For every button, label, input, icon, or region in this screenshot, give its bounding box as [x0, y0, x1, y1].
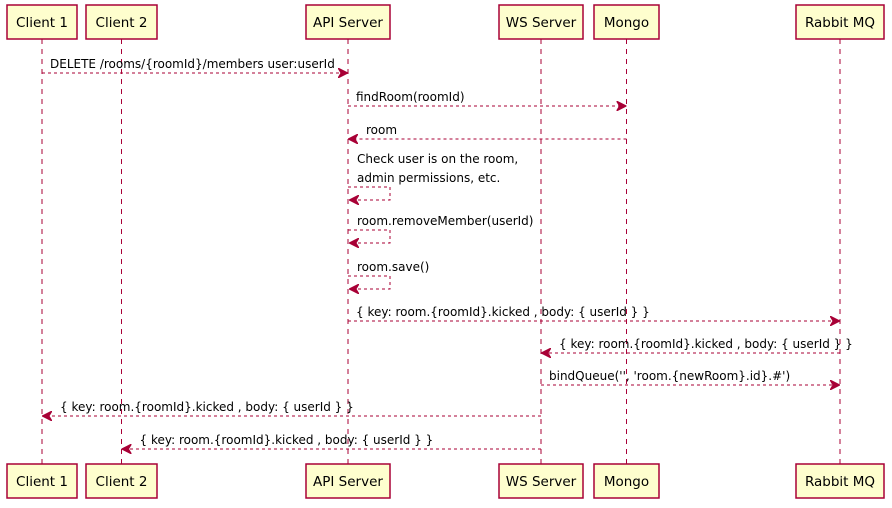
participant-label: WS Server [506, 474, 577, 490]
message-label: { key: room.{roomId}.kicked , body: { us… [140, 433, 434, 447]
message-1: DELETE /rooms/{roomId}/members user:user… [42, 57, 347, 73]
participant-box [593, 4, 660, 40]
participant-api-top: API Server [305, 4, 391, 40]
message-6: room.save() [348, 260, 429, 289]
participant-label: Client 1 [16, 15, 68, 31]
participant-label: Rabbit MQ [805, 15, 875, 31]
message-arrow [348, 229, 391, 243]
message-label: { key: room.{roomId}.kicked , body: { us… [356, 305, 650, 319]
message-8: { key: room.{roomId}.kicked , body: { us… [542, 337, 853, 353]
message-label: Check user is on the room, [357, 152, 518, 166]
message-2: findRoom(roomId) [348, 90, 626, 106]
message-label: { key: room.{roomId}.kicked , body: { us… [559, 337, 853, 351]
participant-label: WS Server [506, 15, 577, 31]
message-arrow [348, 275, 391, 289]
participant-box [795, 4, 885, 40]
message-5: room.removeMember(userId) [348, 214, 533, 243]
participant-label: API Server [313, 15, 383, 31]
participant-label: Mongo [604, 474, 649, 490]
messages: DELETE /rooms/{roomId}/members user:user… [42, 57, 853, 449]
participant-client1-top: Client 1 [6, 4, 78, 40]
participant-box [795, 463, 885, 499]
participant-rabbit-top: Rabbit MQ [795, 4, 885, 40]
message-9: bindQueue('', 'room.{newRoom}.id}.#') [541, 369, 839, 385]
participant-box [498, 4, 584, 40]
participant-box [498, 463, 584, 499]
participant-ws-top: WS Server [498, 4, 584, 40]
message-label: findRoom(roomId) [356, 90, 465, 104]
message-11: { key: room.{roomId}.kicked , body: { us… [123, 433, 541, 449]
participant-label: Client 1 [16, 474, 68, 490]
participant-box [85, 463, 158, 499]
participant-client1-bottom: Client 1 [6, 463, 78, 499]
participant-box [85, 4, 158, 40]
participant-mongo-top: Mongo [593, 4, 660, 40]
participant-label: Client 2 [96, 474, 148, 490]
message-label: room.removeMember(userId) [357, 214, 533, 228]
participant-label: API Server [313, 474, 383, 490]
participant-mongo-bottom: Mongo [593, 463, 660, 499]
lifelines [41, 39, 841, 464]
message-3: room [349, 123, 627, 139]
participant-box [6, 4, 78, 40]
participant-box [305, 4, 391, 40]
message-label: bindQueue('', 'room.{newRoom}.id}.#') [549, 369, 790, 383]
participant-client2-top: Client 2 [85, 4, 158, 40]
participant-label: Mongo [604, 15, 649, 31]
message-10: { key: room.{roomId}.kicked , body: { us… [43, 400, 541, 416]
participant-rabbit-bottom: Rabbit MQ [795, 463, 885, 499]
message-label: admin permissions, etc. [357, 171, 500, 185]
participant-ws-bottom: WS Server [498, 463, 584, 499]
message-4: Check user is on the room, admin permissi… [348, 152, 518, 200]
participant-box [6, 463, 78, 499]
participant-box [593, 463, 660, 499]
message-7: { key: room.{roomId}.kicked , body: { us… [348, 305, 839, 321]
participant-boxes: Client 1 Client 1 Client 2 Client 2 API Serv… [6, 4, 885, 499]
participant-client2-bottom: Client 2 [85, 463, 158, 499]
participant-label: Client 2 [96, 15, 148, 31]
message-label: { key: room.{roomId}.kicked , body: { us… [60, 400, 354, 414]
message-arrow [348, 186, 391, 200]
message-label: room [366, 123, 397, 137]
message-label: DELETE /rooms/{roomId}/members user:user… [50, 57, 335, 71]
message-label: room.save() [357, 260, 429, 274]
participant-api-bottom: API Server [305, 463, 391, 499]
participant-box [305, 463, 391, 499]
participant-label: Rabbit MQ [805, 474, 875, 490]
